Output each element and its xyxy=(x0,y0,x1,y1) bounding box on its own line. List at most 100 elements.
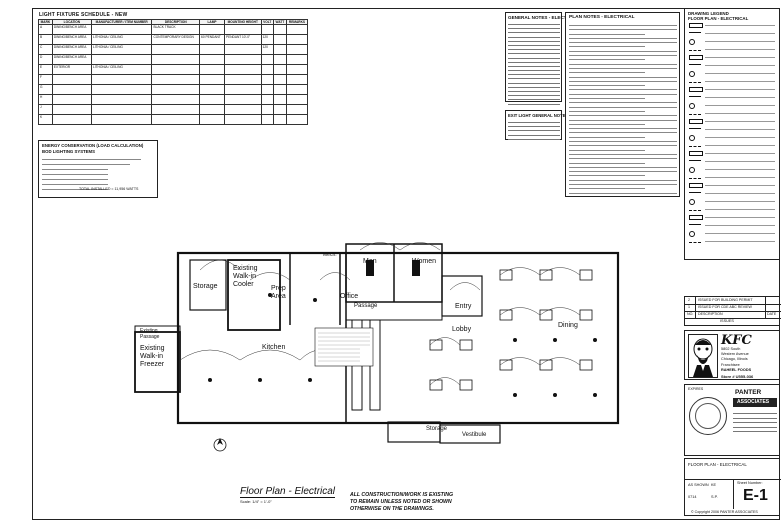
schedule-cell xyxy=(199,104,225,115)
schedule-cell: LITHONIA / CEILING xyxy=(90,34,153,45)
room-women: Women xyxy=(412,258,436,265)
legend-symbol-icon xyxy=(689,39,695,45)
schedule-cell xyxy=(285,84,309,95)
client-address-1: 5802 South xyxy=(721,347,741,351)
firm-subname: ASSOCIATES xyxy=(737,399,770,405)
issue-no-1: 2 xyxy=(688,298,690,302)
schedule-cell xyxy=(272,114,287,125)
schedule-cell xyxy=(151,54,201,65)
issue-header-no: NO. xyxy=(687,312,694,316)
client-store: Store # U555-036 xyxy=(721,374,754,379)
schedule-cell xyxy=(272,94,287,105)
legend-symbol-icon xyxy=(689,103,695,109)
schedule-cell xyxy=(90,84,153,95)
schedule-cell: DINING/BENCH AREA xyxy=(51,54,92,65)
schedule-cell xyxy=(151,94,201,105)
firm-box: EXPIRES PANTER ASSOCIATES xyxy=(684,384,780,456)
legend-symbol-icon xyxy=(689,167,695,173)
schedule-cell xyxy=(199,84,225,95)
schedule-cell: LITHONIA / CEILING xyxy=(90,44,153,55)
floor-plan xyxy=(134,242,620,452)
room-exit-passage-1: Existing xyxy=(140,328,158,334)
energy-lines xyxy=(42,157,152,192)
plan-notes-box: PLAN NOTES - ELECTRICAL xyxy=(565,12,680,197)
room-freezer-3: Freezer xyxy=(140,361,165,368)
colonel-portrait-icon xyxy=(688,334,718,378)
sheet-number-label: Sheet Number: xyxy=(737,481,763,485)
client-franchisee: RAHEEL FOODS xyxy=(721,368,752,372)
room-kitchen: Kitchen xyxy=(262,344,286,351)
schedule-cell xyxy=(199,24,225,35)
plan-notes-text xyxy=(569,23,677,195)
schedule-cell xyxy=(260,24,274,35)
schedule-row: K xyxy=(38,114,309,125)
schedule-cell xyxy=(151,64,201,75)
note-box: ALL CONSTRUCTION/WORK IS EXISTING TO REM… xyxy=(346,490,496,516)
room-cooler-3: Cooler xyxy=(233,281,254,288)
note-line-1: ALL CONSTRUCTION/WORK IS EXISTING xyxy=(350,492,454,498)
schedule-cell xyxy=(260,74,274,85)
schedule-cell: BLACK TRACK xyxy=(151,24,201,35)
exit-notes-title: EXIT LIGHT GENERAL NOTE xyxy=(508,113,566,118)
copyright: © Copyright 2006 PANTER ASSOCIATES xyxy=(691,510,758,514)
schedule-cell: B xyxy=(38,34,53,45)
room-mech: Mech. xyxy=(323,252,337,258)
schedule-cell xyxy=(260,94,274,105)
schedule-cell xyxy=(272,24,287,35)
schedule-cell: E xyxy=(38,64,53,75)
schedule-cell xyxy=(223,44,262,55)
client-address-3: Chicago, Illinois xyxy=(721,357,748,361)
schedule-cell xyxy=(272,64,287,75)
schedule-row: F xyxy=(38,74,309,85)
legend-symbol-icon xyxy=(689,207,701,211)
schedule-cell xyxy=(51,84,92,95)
schedule-cell xyxy=(199,114,225,125)
schedule-cell: DINING/BENCH AREA xyxy=(51,24,92,35)
schedule-cell xyxy=(223,74,262,85)
schedule-col-header: MANUFACTURER / ITEM NUMBER xyxy=(90,19,153,25)
schedule-title: LIGHT FIXTURE SCHEDULE - NEW xyxy=(39,12,128,18)
schedule-cell: F xyxy=(38,74,53,85)
room-cooler-1: Existing xyxy=(233,265,258,272)
schedule-cell xyxy=(51,74,92,85)
schedule-cell xyxy=(51,104,92,115)
schedule-cell xyxy=(90,94,153,105)
schedule-cell xyxy=(223,104,262,115)
schedule-cell: LITHONIA / CEILING xyxy=(90,64,153,75)
schedule-cell xyxy=(90,24,153,35)
schedule-cell xyxy=(90,54,153,65)
exit-notes-text xyxy=(508,120,560,141)
legend-symbol-icon xyxy=(689,160,701,161)
schedule-cell xyxy=(223,54,262,65)
exit-notes-box: EXIT LIGHT GENERAL NOTE xyxy=(505,110,566,141)
general-notes-title: GENERAL NOTES - ELECTRICAL xyxy=(508,15,581,20)
issue-header-desc: DESCRIPTION xyxy=(698,312,723,316)
schedule-cell: C xyxy=(38,44,53,55)
legend-symbol-icon xyxy=(689,71,695,77)
schedule-row: G xyxy=(38,84,309,95)
room-cooler-2: Walk-in xyxy=(233,273,257,280)
schedule-cell: DINING/BENCH AREA xyxy=(51,34,92,45)
energy-calc-box: ENERGY CONSERVATION (LOAD CALCULATION) B… xyxy=(38,140,158,198)
schedule-cell xyxy=(151,44,201,55)
engineer-seal-icon xyxy=(689,397,727,435)
room-freezer-1: Existing xyxy=(140,345,165,352)
legend-symbols xyxy=(685,23,781,259)
sheet-scale: AS SHOWN xyxy=(688,483,709,487)
client-address-2: Western Avenue xyxy=(721,352,749,356)
schedule-cell: H xyxy=(38,94,53,105)
legend-symbol-icon xyxy=(689,119,703,124)
legend-symbol-icon xyxy=(689,47,701,51)
schedule-cell: 120 xyxy=(260,34,274,45)
legend-symbol-icon xyxy=(689,87,703,92)
room-office: Office xyxy=(340,293,359,300)
schedule-cell xyxy=(272,104,287,115)
sheet-job: 0714 xyxy=(688,495,697,499)
energy-title: ENERGY CONSERVATION (LOAD CALCULATION) xyxy=(42,143,144,148)
issues-label: ISSUES xyxy=(720,319,734,323)
schedule-cell: D xyxy=(38,54,53,65)
schedule-cell xyxy=(285,104,309,115)
